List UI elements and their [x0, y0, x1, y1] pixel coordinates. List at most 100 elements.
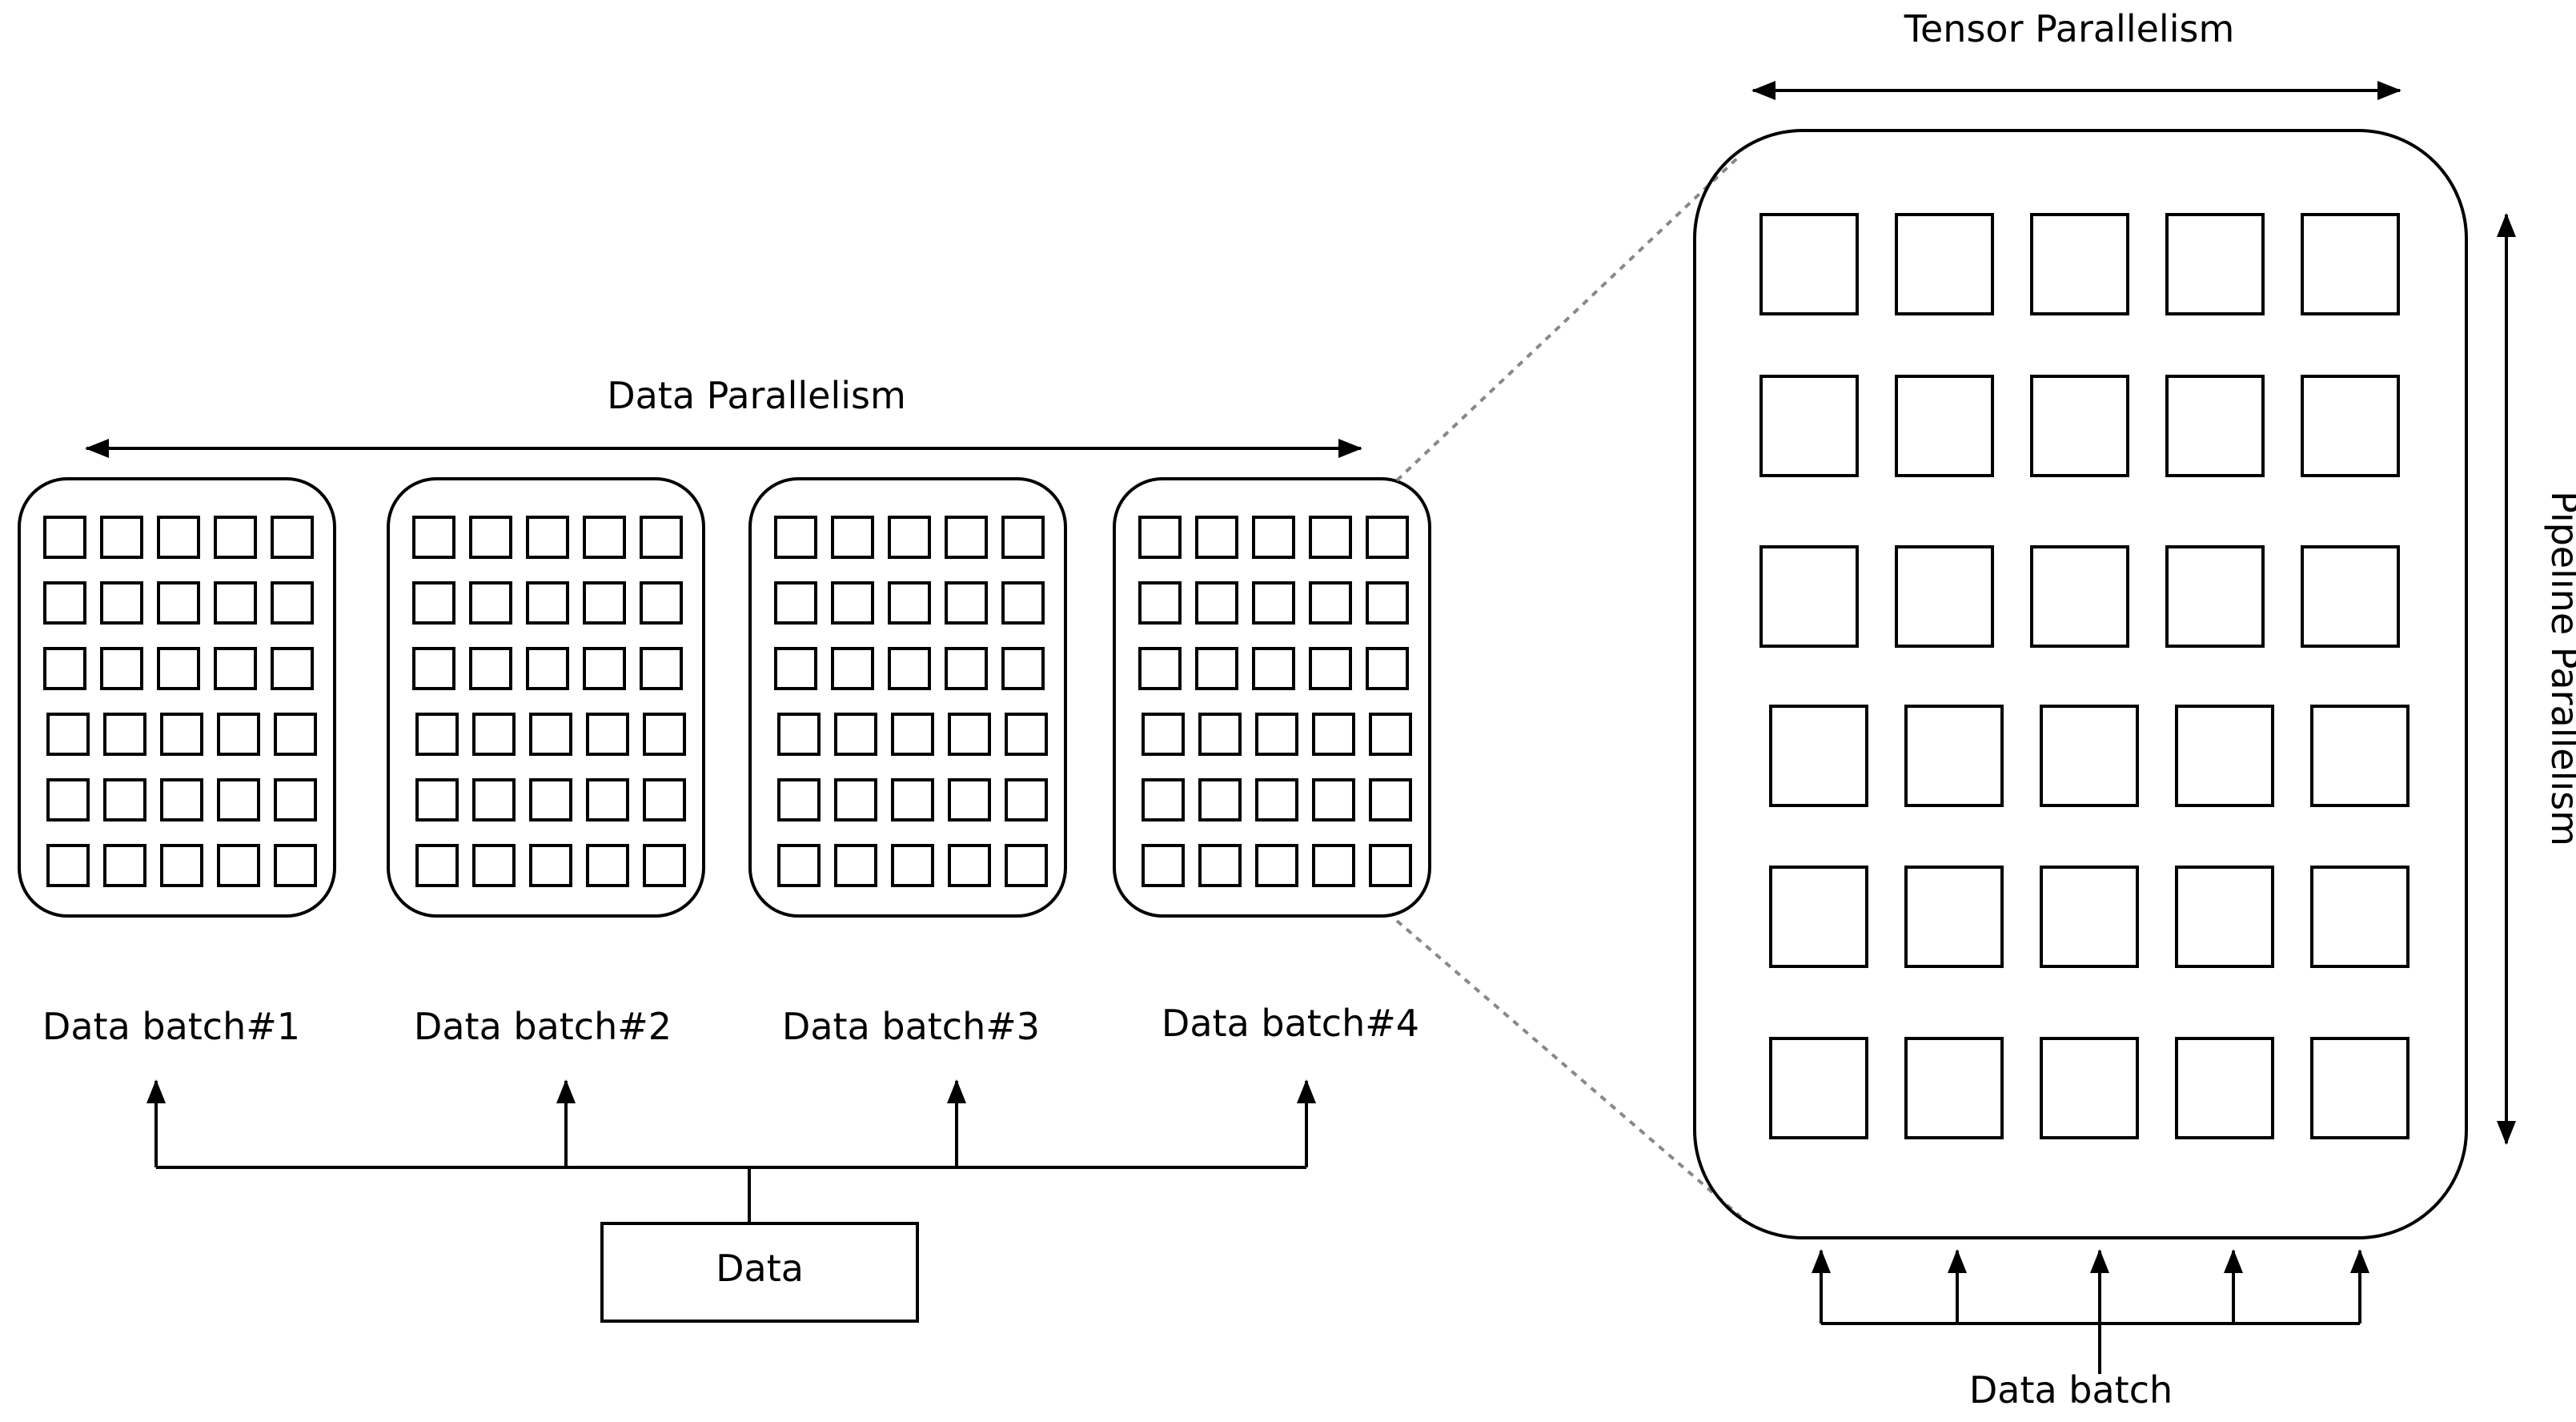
module-1-cell [43, 516, 86, 559]
module-2-cell [529, 713, 572, 756]
module-3-cell [777, 713, 821, 756]
module-2-cell [469, 647, 512, 690]
module-1-cell [157, 647, 200, 690]
module-4-cell [1195, 581, 1238, 625]
module-3-cell [888, 516, 931, 559]
module-2-cell [583, 647, 626, 690]
data-parallelism-label: Data Parallelism [607, 374, 906, 417]
module-2-cell [469, 516, 512, 559]
module-2-cell [640, 516, 683, 559]
module-3-cell [891, 778, 934, 821]
module-1-cell [103, 778, 146, 821]
data-parallel-modules [18, 477, 1431, 918]
module-3-cell [1005, 844, 1048, 887]
data-box-label: Data [716, 1247, 804, 1290]
module-4-cell [1138, 516, 1182, 559]
data-box [600, 1222, 919, 1323]
module-2-cell [640, 647, 683, 690]
module-4-cell [1195, 516, 1238, 559]
module-3-cell [834, 778, 877, 821]
module-3-cell [834, 844, 877, 887]
small-module-grids [43, 516, 1412, 887]
tensor-parallelism-label: Tensor Parallelism [1904, 7, 2235, 50]
module-1-cell [43, 647, 86, 690]
zoom-connector-bottom [1395, 919, 1743, 1219]
module-2-cell [412, 581, 455, 625]
module-3-cell [945, 647, 988, 690]
module-4-cell [1138, 647, 1182, 690]
module-3-cell [945, 581, 988, 625]
module-1-cell [217, 844, 260, 887]
module-3-cell [1005, 778, 1048, 821]
module-2-cell [526, 647, 569, 690]
batch-label-3: Data batch#3 [782, 1005, 1040, 1048]
module-3-cell [777, 778, 821, 821]
module-3-cell [774, 581, 817, 625]
module-box-1 [18, 477, 336, 918]
module-1-cell [46, 713, 90, 756]
zoomed-cell [2301, 213, 2400, 315]
zoomed-module-grid [1759, 213, 2409, 1139]
module-3-cell [891, 713, 934, 756]
module-3-cell [774, 516, 817, 559]
module-1-cell [274, 713, 317, 756]
module-1-cell [160, 713, 203, 756]
data-batch-input-lines [1812, 1249, 2369, 1374]
module-4-cell [1366, 647, 1409, 690]
zoomed-cell [1895, 213, 1994, 315]
module-4-cell [1138, 581, 1182, 625]
zoomed-module-box [1693, 129, 2468, 1239]
module-1-cell [274, 778, 317, 821]
module-2-cell [583, 516, 626, 559]
module-1-cell [160, 778, 203, 821]
module-3-cell [774, 647, 817, 690]
module-3-cell [948, 713, 991, 756]
module-3-cell [1001, 647, 1045, 690]
zoomed-cell [2165, 545, 2265, 648]
zoomed-cell [1904, 866, 2004, 968]
module-2-cell [586, 778, 629, 821]
module-3-cell [831, 516, 874, 559]
zoomed-cell [2165, 213, 2265, 315]
data-batch-label: Data batch [1969, 1368, 2173, 1412]
batch-label-4: Data batch#4 [1162, 1002, 1419, 1045]
zoomed-cell [1895, 375, 1994, 477]
module-4-cell [1198, 844, 1242, 887]
zoomed-cell [2301, 545, 2400, 648]
module-1-cell [157, 516, 200, 559]
module-3-cell [945, 516, 988, 559]
module-4-cell [1369, 844, 1412, 887]
module-1-cell [217, 778, 260, 821]
module-box-3 [748, 477, 1067, 918]
module-2-cell [415, 844, 459, 887]
module-1-cell [157, 581, 200, 625]
zoomed-cell [2310, 866, 2409, 968]
module-1-cell [100, 581, 143, 625]
module-4-cell [1252, 647, 1295, 690]
module-2-cell [529, 778, 572, 821]
module-4-cell [1198, 778, 1242, 821]
module-4-cell [1142, 778, 1185, 821]
zoomed-cell [1769, 705, 1868, 807]
module-3-cell [891, 844, 934, 887]
module-4-cell [1195, 647, 1238, 690]
module-2-cell [643, 713, 686, 756]
module-1-cell [214, 581, 257, 625]
module-1-cell [100, 516, 143, 559]
module-4-cell [1255, 713, 1298, 756]
module-4-cell [1369, 713, 1412, 756]
module-3-cell [1001, 581, 1045, 625]
module-4-cell [1142, 844, 1185, 887]
module-3-cell [834, 713, 877, 756]
module-4-cell [1312, 778, 1355, 821]
data-distribution-lines [146, 1079, 1316, 1223]
module-2-cell [472, 778, 516, 821]
module-1-cell [46, 778, 90, 821]
module-2-cell [586, 844, 629, 887]
zoomed-cell [2030, 213, 2129, 315]
zoomed-cell [2040, 866, 2139, 968]
zoomed-cell [1895, 545, 1994, 648]
module-3-cell [831, 581, 874, 625]
batch-label-2: Data batch#2 [414, 1005, 672, 1048]
